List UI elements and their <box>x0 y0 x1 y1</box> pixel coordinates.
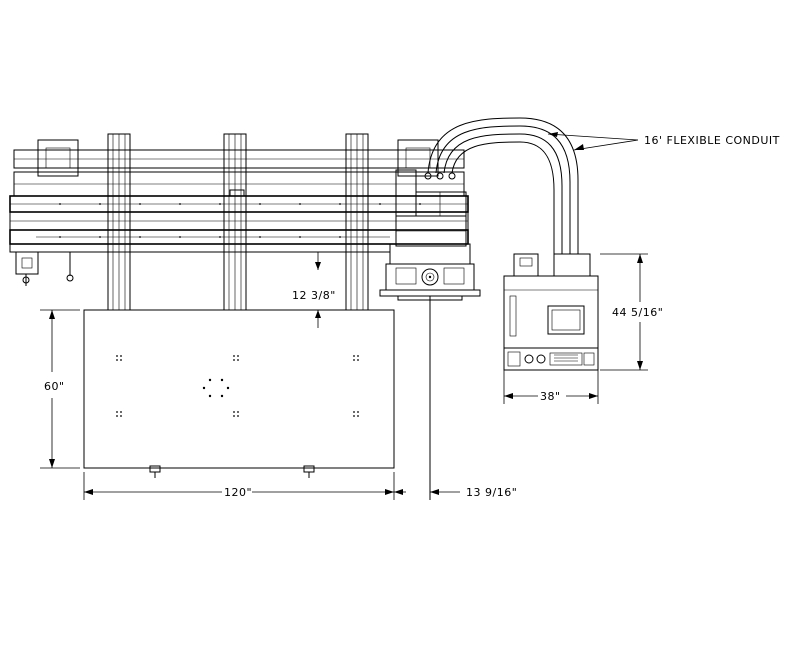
gantry-height-label: 12 3/8" <box>292 289 336 302</box>
table-depth-label: 60" <box>44 380 65 393</box>
control-cabinet <box>503 253 599 371</box>
dim-gantry-height: 12 3/8" <box>292 252 336 328</box>
table-clamps <box>149 465 315 478</box>
dim-cabinet-width: 38" <box>503 370 599 404</box>
spindle-carriage <box>379 169 481 500</box>
gantry-posts <box>107 133 369 311</box>
cabinet-height-label: 44 5/16" <box>612 306 663 319</box>
table-hole-pattern <box>116 355 359 417</box>
conduit-callout: 16' FLEXIBLE CONDUIT <box>547 132 780 151</box>
dim-cabinet-height: 44 5/16" <box>600 253 663 371</box>
cabinet-width-label: 38" <box>540 390 561 403</box>
flexible-conduit <box>427 117 579 254</box>
dim-table-length: 120" <box>83 472 395 500</box>
work-table <box>83 309 395 478</box>
conduit-label: 16' FLEXIBLE CONDUIT <box>644 134 780 147</box>
table-length-label: 120" <box>224 486 252 499</box>
rail-rivets <box>59 203 421 238</box>
overhang-label: 13 9/16" <box>466 486 517 499</box>
dim-table-depth: 60" <box>40 309 80 469</box>
dim-overhang: 13 9/16" <box>394 486 517 499</box>
